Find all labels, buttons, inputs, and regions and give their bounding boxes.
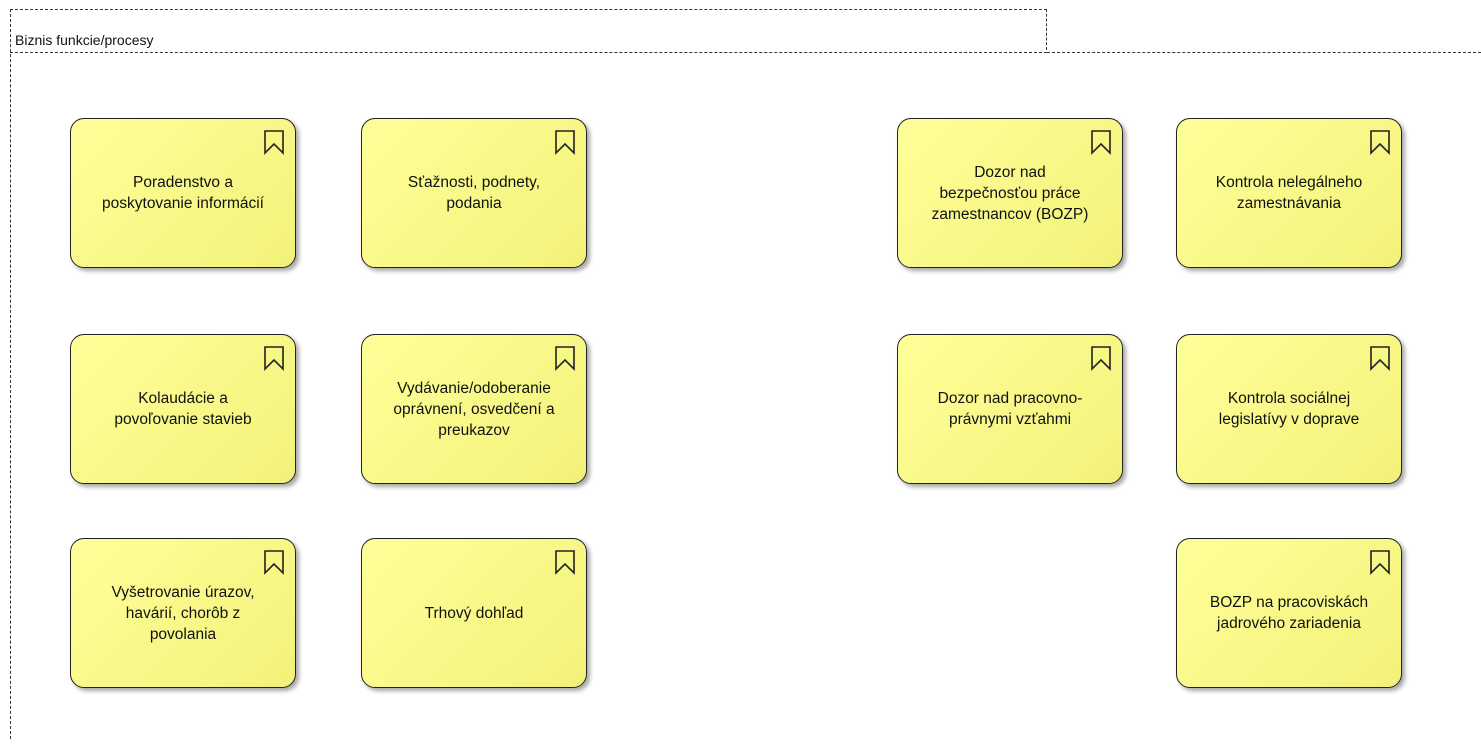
function-dozor-pracovnopravnymi[interactable]: Dozor nad pracovno- právnymi vzťahmi xyxy=(897,334,1123,484)
function-kontrola-nelegalneho[interactable]: Kontrola nelegálneho zamestnávania xyxy=(1176,118,1402,268)
group-title: Biznis funkcie/procesy xyxy=(15,32,154,48)
function-label: BOZP na pracoviskách jadrového zariadeni… xyxy=(1209,594,1369,632)
bookmark-icon xyxy=(264,130,284,155)
bookmark-icon xyxy=(1370,346,1390,371)
function-label: Vyšetrovanie úrazov, havárií, chorôb z p… xyxy=(111,583,255,643)
bookmark-icon xyxy=(264,346,284,371)
bookmark-icon xyxy=(1370,130,1390,155)
function-label: Poradenstvo a poskytovanie informácií xyxy=(102,174,264,212)
function-vysetrovanie[interactable]: Vyšetrovanie úrazov, havárií, chorôb z p… xyxy=(70,538,296,688)
function-label: Dozor nad bezpečnosťou práce zamestnanco… xyxy=(931,163,1089,223)
function-vydavanie[interactable]: Vydávanie/odoberanie oprávnení, osvedčen… xyxy=(361,334,587,484)
function-staznosti[interactable]: Sťažnosti, podnety, podania xyxy=(361,118,587,268)
function-trhovy-dohlad[interactable]: Trhový dohľad xyxy=(361,538,587,688)
function-kontrola-socialnej[interactable]: Kontrola sociálnej legislatívy v doprave xyxy=(1176,334,1402,484)
group-border-top-right xyxy=(1047,52,1481,53)
group-tab-border xyxy=(10,9,1047,50)
function-label: Vydávanie/odoberanie oprávnení, osvedčen… xyxy=(393,379,555,439)
bookmark-icon xyxy=(555,130,575,155)
bookmark-icon xyxy=(555,550,575,575)
function-dozor-bozp[interactable]: Dozor nad bezpečnosťou práce zamestnanco… xyxy=(897,118,1123,268)
function-label: Dozor nad pracovno- právnymi vzťahmi xyxy=(937,390,1083,428)
function-label: Sťažnosti, podnety, podania xyxy=(407,174,541,212)
bookmark-icon xyxy=(1091,346,1111,371)
function-label: Kolaudácie a povoľovanie stavieb xyxy=(114,390,252,428)
bookmark-icon xyxy=(264,550,284,575)
function-kolaudacie[interactable]: Kolaudácie a povoľovanie stavieb xyxy=(70,334,296,484)
function-label: Kontrola sociálnej legislatívy v doprave xyxy=(1218,390,1360,428)
group-border-top xyxy=(10,52,1047,53)
group-border-left xyxy=(10,9,11,739)
bookmark-icon xyxy=(1370,550,1390,575)
function-label: Trhový dohľad xyxy=(424,604,524,622)
function-bozp-jadrove[interactable]: BOZP na pracoviskách jadrového zariadeni… xyxy=(1176,538,1402,688)
function-poradenstvo[interactable]: Poradenstvo a poskytovanie informácií xyxy=(70,118,296,268)
function-label: Kontrola nelegálneho zamestnávania xyxy=(1215,174,1363,212)
bookmark-icon xyxy=(555,346,575,371)
bookmark-icon xyxy=(1091,130,1111,155)
